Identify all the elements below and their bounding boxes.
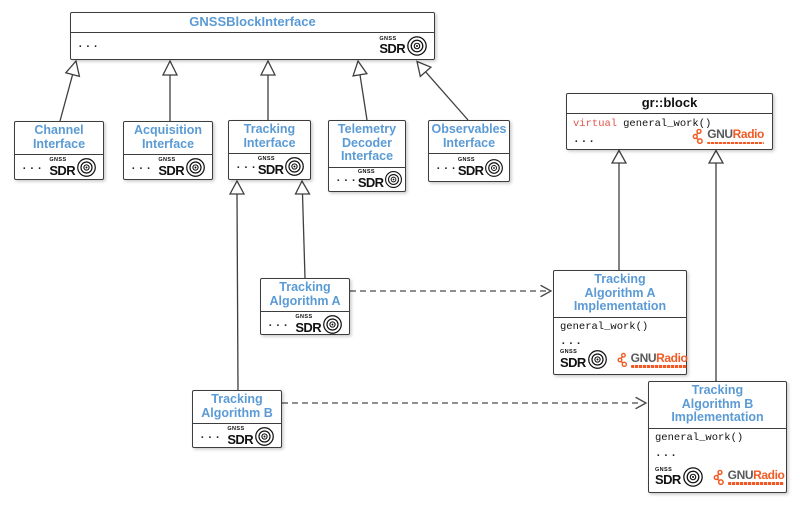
sdr-spiral-icon: [285, 157, 305, 176]
sdr-spiral-icon: [77, 158, 96, 177]
gnuradio-icon: [713, 469, 724, 485]
class-title: Acquisition Interface: [124, 122, 212, 155]
edge-observables-to-gnssblock: [425, 71, 469, 121]
edge-algo-b-to-tracking-interface: [236, 193, 239, 391]
members-ellipsis: ...: [130, 161, 153, 173]
gnss-sdr-logo: GNSS SDR: [358, 169, 404, 189]
class-acquisition-interface: Acquisition Interface ... GNSS SDR: [123, 121, 213, 180]
class-title: Tracking Algorithm A Implementation: [554, 271, 686, 318]
members-ellipsis: ...: [573, 133, 596, 146]
class-title: Telemetry Decoder Interface: [329, 121, 405, 168]
gnss-sdr-logo: GNSS SDR: [458, 158, 505, 178]
class-title: Observables Interface: [429, 121, 509, 154]
gnss-sdr-logo: GNSS SDR: [295, 314, 343, 335]
gnss-sdr-logo: GNSS SDR: [655, 466, 704, 488]
sdr-spiral-icon: [407, 35, 427, 56]
edge-channel-to-gnssblock: [59, 74, 74, 122]
inheritance-arrowhead: [707, 149, 725, 164]
sdr-spiral-icon: [255, 427, 274, 446]
general-work-method: general_work(): [655, 431, 744, 444]
sdr-spiral-icon: [323, 315, 342, 334]
class-title: Tracking Algorithm A: [261, 279, 349, 312]
gnuradio-icon: [617, 352, 627, 367]
class-title: gr::block: [567, 94, 772, 114]
class-gnss-block-interface: GNSSBlockInterface ... GNSS SDR: [70, 12, 435, 60]
inheritance-arrowhead: [161, 59, 179, 76]
members-ellipsis: ...: [435, 161, 458, 173]
open-arrowhead: [635, 396, 648, 410]
class-title: Channel Interface: [15, 122, 103, 155]
gnuradio-tagline-strip: [707, 141, 764, 144]
members-ellipsis: ...: [77, 39, 100, 52]
inheritance-arrowhead: [64, 59, 81, 78]
gnuradio-tagline-strip: [630, 365, 688, 368]
gnss-sdr-logo: GNSS SDR: [379, 35, 428, 57]
class-title: Tracking Algorithm B Implementation: [649, 382, 786, 429]
members-ellipsis: ...: [560, 335, 583, 348]
class-title: GNSSBlockInterface: [71, 13, 434, 33]
members-ellipsis: ...: [21, 161, 44, 173]
edge-telemetry-to-gnssblock: [359, 74, 368, 121]
general-work-method: general_work(): [560, 320, 649, 333]
gnss-sdr-logo: GNSS SDR: [49, 157, 97, 178]
inheritance-arrowhead: [610, 149, 628, 164]
class-observables-interface: Observables Interface ... GNSS SDR: [428, 120, 510, 182]
class-title: Tracking Interface: [229, 121, 310, 154]
class-telemetry-decoder-interface: Telemetry Decoder Interface ... GNSS SDR: [328, 120, 406, 192]
gnss-sdr-logo: GNSS SDR: [158, 157, 206, 178]
class-title: Tracking Algorithm B: [193, 391, 281, 424]
inheritance-arrowhead: [294, 179, 311, 195]
members-ellipsis: ...: [267, 318, 290, 330]
inheritance-arrowhead: [352, 59, 369, 77]
gnss-sdr-logo: GNSS SDR: [227, 426, 275, 447]
edge-algo-a-to-tracking-interface: [301, 193, 306, 279]
inheritance-arrowhead: [228, 179, 246, 195]
sdr-spiral-icon: [186, 158, 205, 177]
gnuradio-tagline-strip: [727, 482, 785, 485]
class-tracking-algorithm-a: Tracking Algorithm A ... GNSS SDR: [260, 278, 350, 335]
members-ellipsis: ...: [235, 160, 258, 172]
inheritance-arrowhead: [259, 59, 277, 76]
class-tracking-algorithm-b: Tracking Algorithm B ... GNSS SDR: [192, 390, 282, 448]
members-ellipsis: ...: [199, 430, 222, 442]
class-tracking-algorithm-b-implementation: Tracking Algorithm B Implementation gene…: [648, 381, 787, 493]
sdr-spiral-icon: [385, 170, 403, 188]
open-arrowhead: [540, 284, 553, 298]
gnss-sdr-logo: GNSS SDR: [258, 156, 306, 177]
members-ellipsis: ...: [655, 447, 678, 460]
sdr-spiral-icon: [485, 158, 504, 177]
class-channel-interface: Channel Interface ... GNSS SDR: [14, 121, 104, 180]
inheritance-arrowhead: [416, 60, 433, 78]
sdr-spiral-icon: [682, 467, 703, 487]
class-tracking-interface: Tracking Interface ... GNSS SDR: [228, 120, 311, 180]
class-tracking-algorithm-a-implementation: Tracking Algorithm A Implementation gene…: [553, 270, 688, 375]
members-ellipsis: ...: [335, 172, 358, 185]
sdr-spiral-icon: [587, 350, 607, 369]
gnuradio-icon: [692, 128, 704, 145]
gnss-sdr-logo: GNSS SDR: [560, 349, 608, 370]
